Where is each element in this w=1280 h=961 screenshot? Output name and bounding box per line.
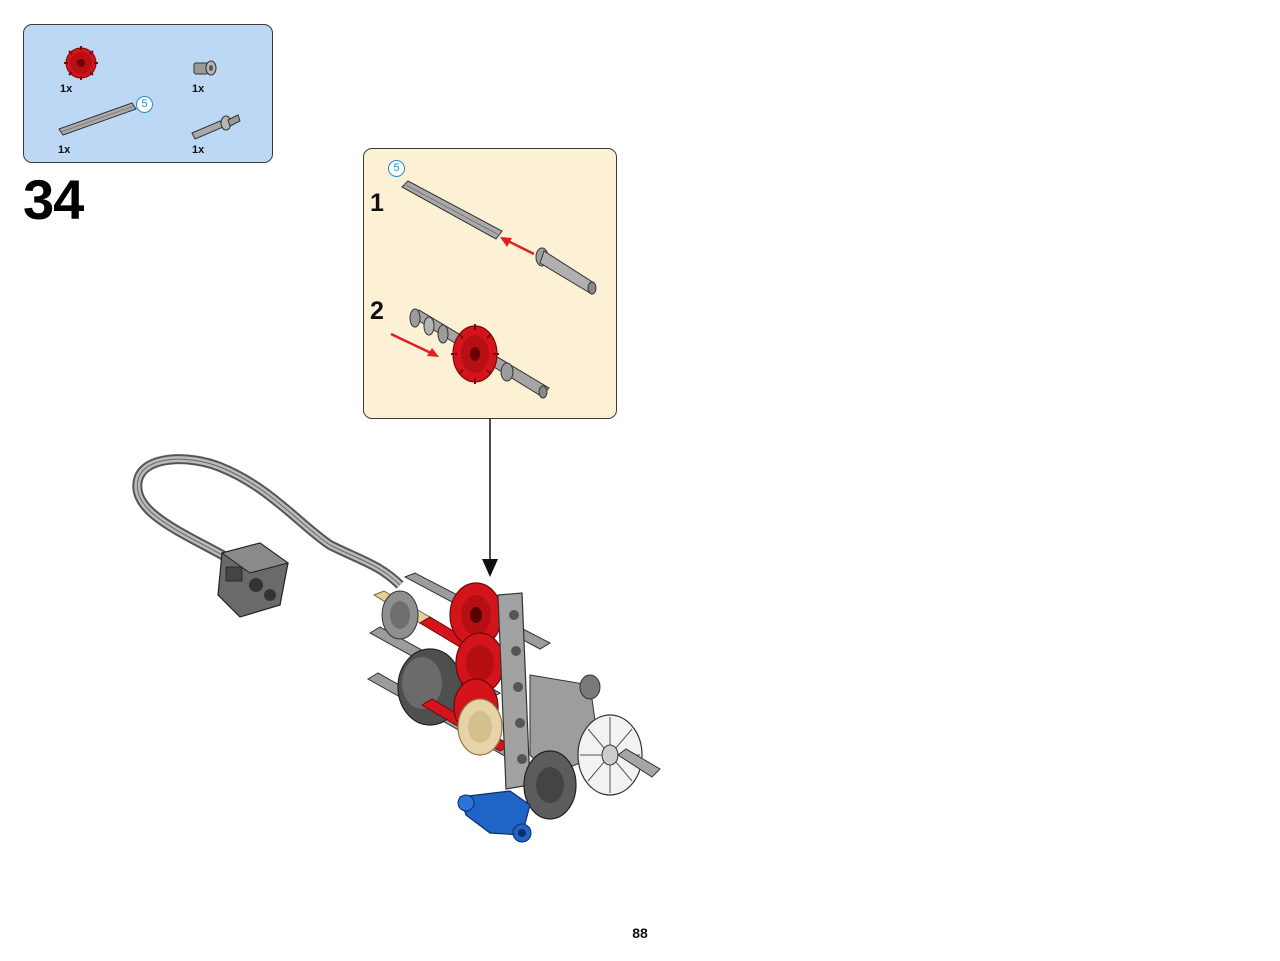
sub-step-number-2: 2 [370,297,384,325]
sub-step-1-illustration [401,180,597,295]
page-number: 88 [632,925,648,941]
assembly-pointer-arrow [482,419,498,577]
sub-assembly-callout: 5 1 2 [363,148,617,419]
part-qty: 1x [192,144,205,156]
part-qty: 1x [58,144,71,156]
axle-pin-part-icon [191,114,241,140]
sub-step-number-1: 1 [370,189,384,217]
axle-length-badge: 5 [388,160,405,177]
red-gear-part-icon [64,46,98,80]
sub-step-2-illustration [390,308,550,399]
parts-list-panel: 1x 1x 5 1x 1x [23,24,273,163]
part-qty: 1x [192,83,205,95]
axle-length-badge: 5 [136,96,153,113]
step-number: 34 [23,168,84,231]
main-assembly-illustration [132,454,661,843]
part-qty: 1x [60,83,73,95]
grey-axle-part-icon [58,102,137,136]
grey-bush-part-icon [193,60,217,76]
